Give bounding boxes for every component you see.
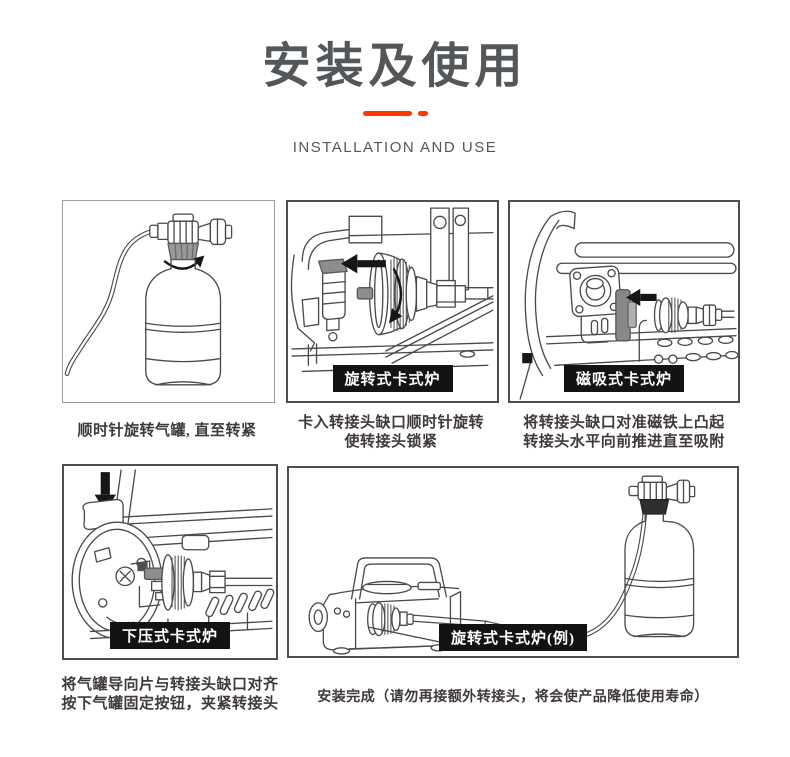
rotary-stove-illustration (290, 207, 494, 373)
title-divider (0, 111, 790, 116)
push-left-arrow-icon (626, 288, 657, 307)
stove-type-tag: 旋转式卡式炉(例) (439, 624, 587, 651)
rotate-clockwise-arrow-icon (388, 268, 403, 324)
panel-canister-rotate (62, 200, 275, 403)
caption-line: 将气罐导向片与转接头缺口对齐 (61, 677, 279, 693)
caption-rotary-stove: 卡入转接头缺口顺时针旋转 使转接头锁紧 (278, 414, 504, 452)
stove-type-tag: 旋转式卡式炉 (332, 365, 453, 392)
caption-line: 将转接头缺口对准磁铁上凸起 (523, 415, 725, 431)
page-subtitle: INSTALLATION AND USE (292, 139, 498, 156)
divider-long-dash (362, 111, 412, 116)
gas-hose (484, 487, 648, 641)
caption-line: 转接头水平向前推进直至吸附 (523, 434, 725, 450)
panel-magnetic-stove: 磁吸式卡式炉 (508, 200, 740, 403)
caption-line: 卡入转接头缺口顺时针旋转 (297, 415, 484, 431)
caption-line: 顺时针旋转气罐, 直至转紧 (77, 423, 257, 439)
caption-canister-rotate: 顺时针旋转气罐, 直至转紧 (42, 422, 292, 441)
caption-press-stove: 将气罐导向片与转接头缺口对齐 按下气罐固定按钮，夹紧转接头 (44, 676, 296, 714)
caption-line: 安装完成（请勿再接额外转接头，将会使产品降低使用寿命） (317, 690, 709, 705)
push-left-arrow-icon (341, 254, 386, 274)
caption-line: 使转接头锁紧 (344, 434, 438, 450)
caption-magnetic-stove: 将转接头缺口对准磁铁上凸起 转接头水平向前推进直至吸附 (502, 414, 746, 452)
magnetic-stove-illustration (519, 210, 738, 400)
page-title: 安装及使用 (262, 40, 528, 93)
stove-type-tag: 下压式卡式炉 (109, 622, 231, 649)
panel-complete-setup: 旋转式卡式炉(例) (287, 466, 739, 658)
stove-type-tag: 磁吸式卡式炉 (563, 365, 685, 392)
panel-rotary-stove: 旋转式卡式炉 (286, 200, 499, 403)
press-stove-illustration (71, 469, 275, 640)
caption-line: 按下气罐固定按钮，夹紧转接头 (61, 696, 279, 712)
gas-canister-illustration (64, 213, 233, 386)
divider-short-dash (417, 111, 428, 116)
caption-complete-setup: 安装完成（请勿再接额外转接头，将会使产品降低使用寿命） (289, 688, 737, 707)
panel-press-stove: 下压式卡式炉 (62, 464, 278, 660)
